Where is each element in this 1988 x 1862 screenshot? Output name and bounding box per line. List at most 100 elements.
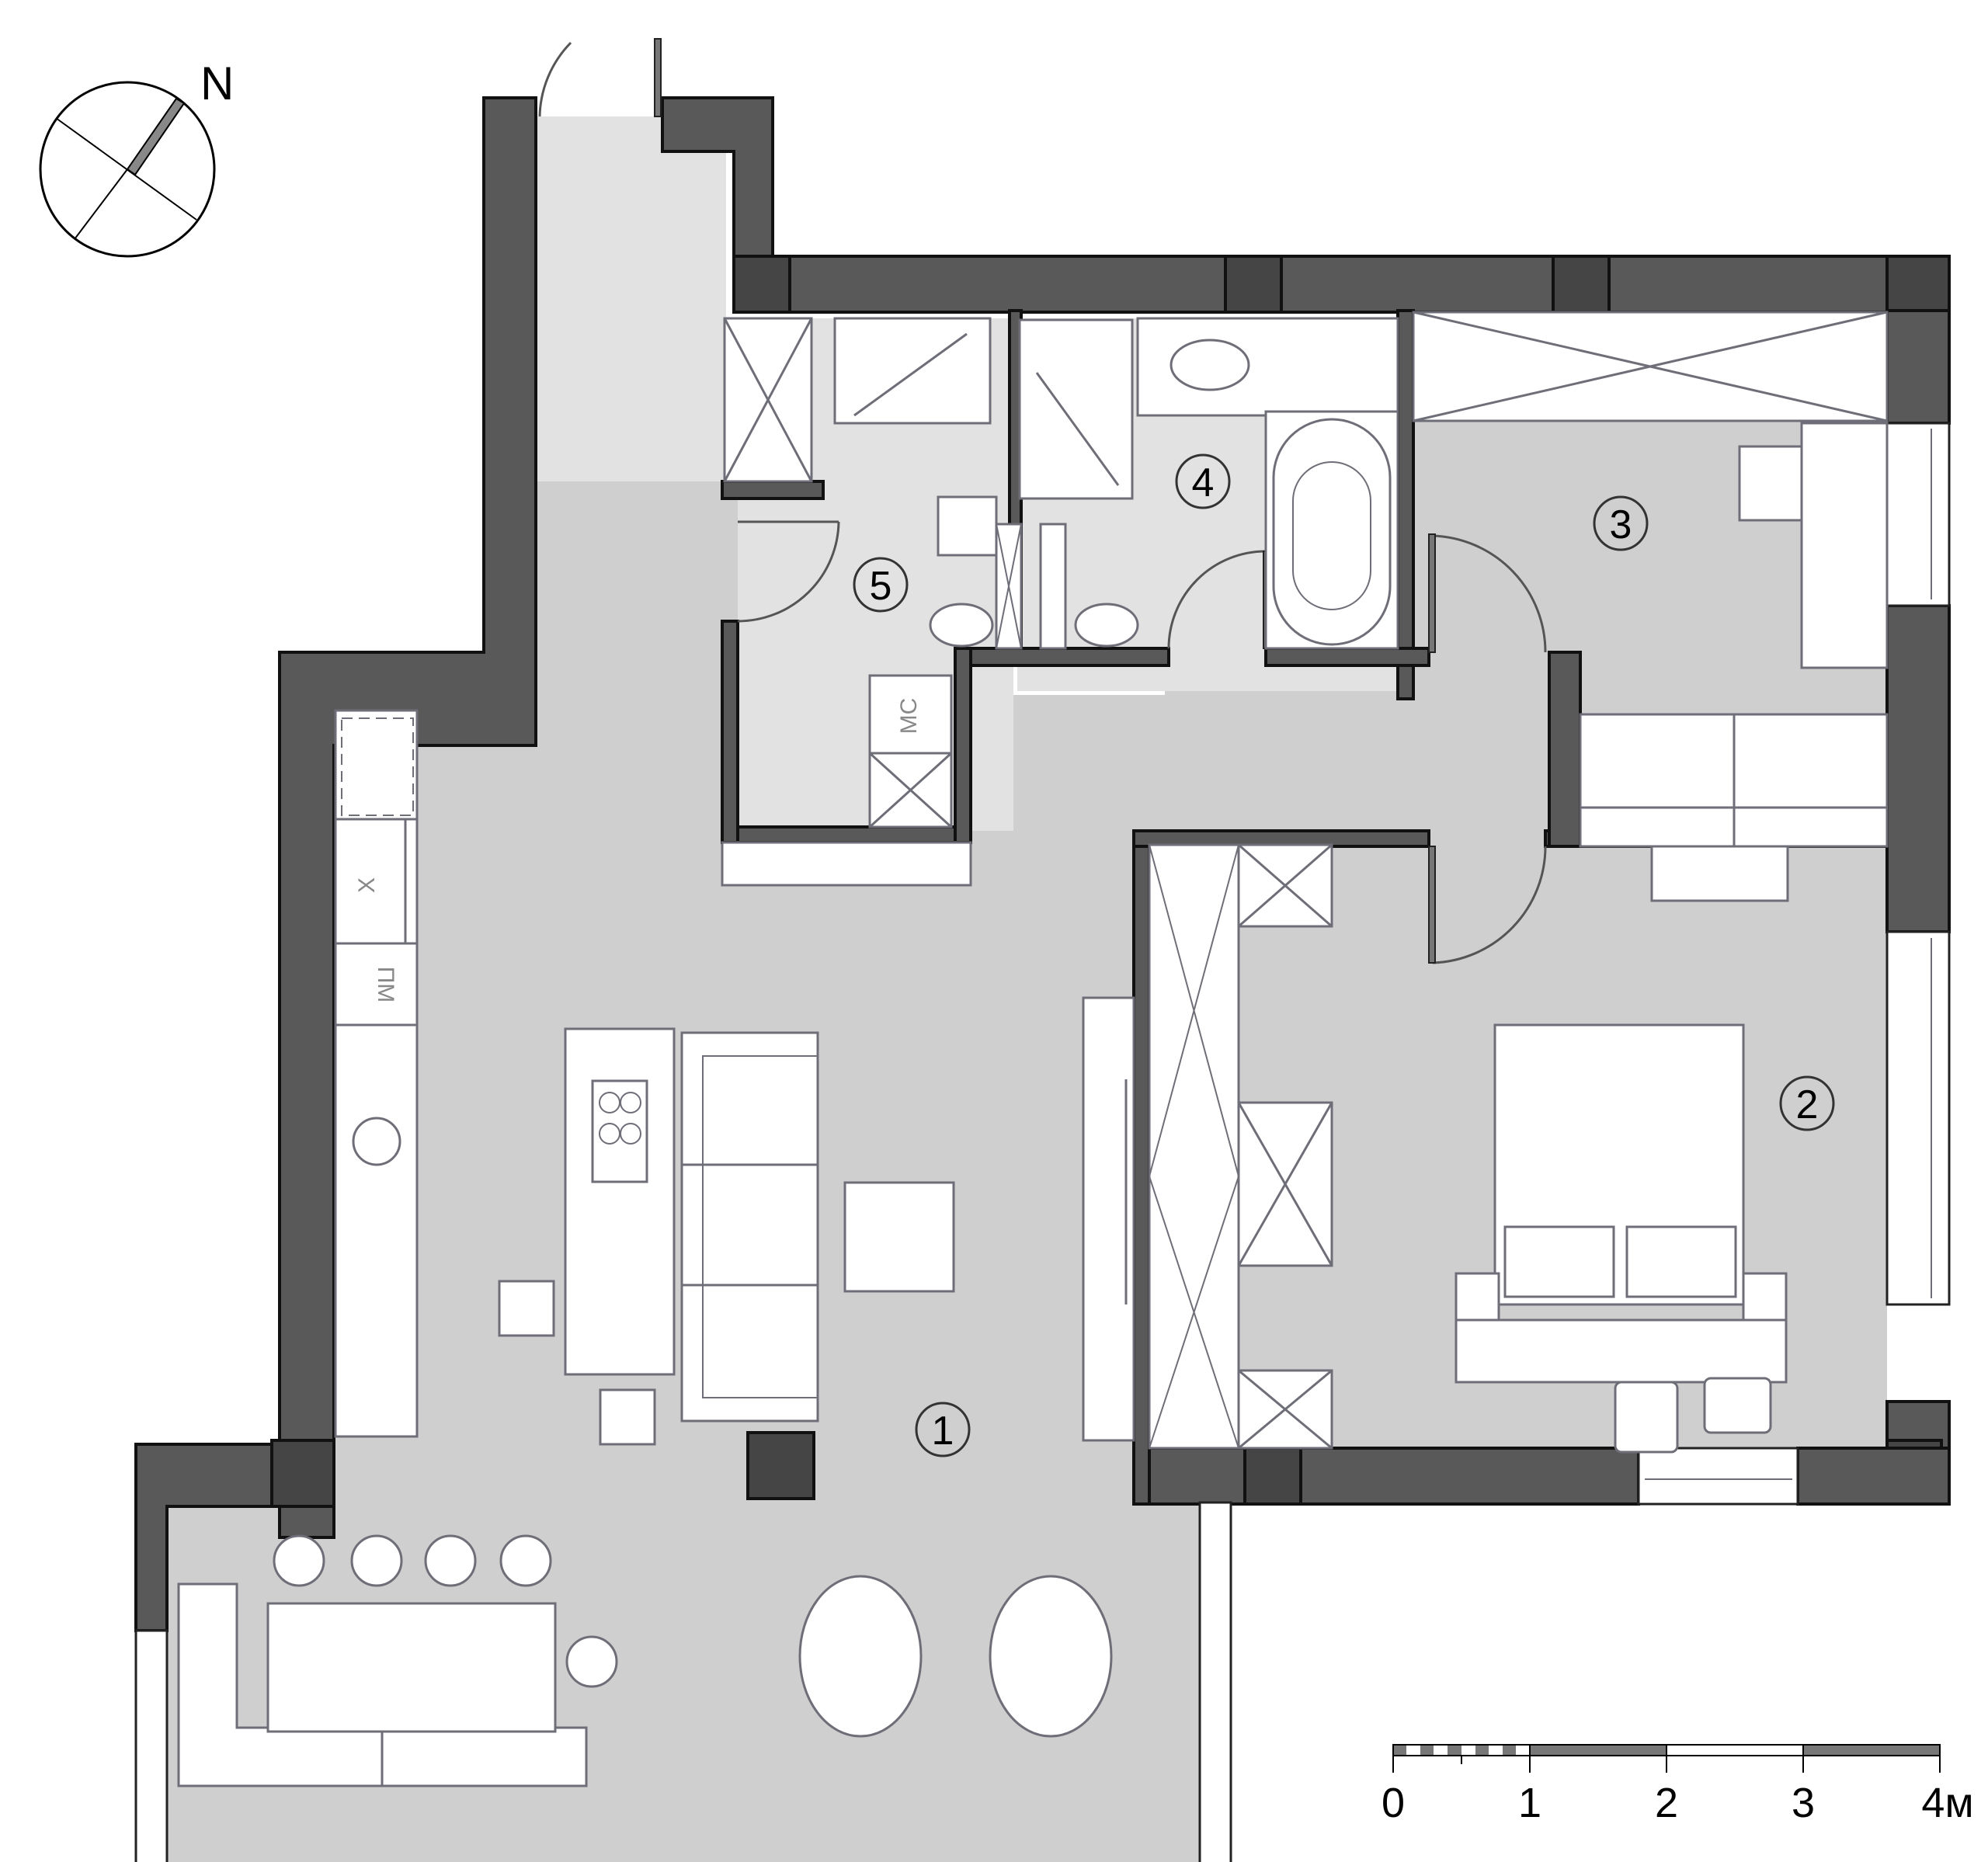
dining-chair-4 xyxy=(499,1534,552,1587)
dining-chair-1 xyxy=(273,1534,325,1587)
walls xyxy=(134,96,1951,1632)
bath4-south-wall-a xyxy=(965,647,1170,667)
west-wall xyxy=(278,96,537,1539)
balcony-furniture xyxy=(177,1534,1113,1787)
bath-4-fixtures xyxy=(1018,317,1399,650)
coffee-table xyxy=(843,1181,955,1293)
kitchen-living-furniture: Х ПМ xyxy=(334,709,1135,1446)
toilet-5 xyxy=(929,603,994,648)
dining-table xyxy=(266,1602,557,1733)
room-label-3: 3 xyxy=(1593,495,1649,551)
scale-tick-0: 0 xyxy=(1382,1780,1405,1826)
washing-machine-label: МС xyxy=(896,698,922,735)
bedroom-south-wall xyxy=(1132,1447,1640,1506)
column xyxy=(1552,255,1611,314)
room3-west-wall xyxy=(1396,309,1415,700)
column xyxy=(732,255,791,314)
bath5-shelf xyxy=(721,841,972,887)
north-arrow-icon xyxy=(126,97,186,176)
north-compass: N xyxy=(39,57,234,258)
bath-5-fixtures: МС xyxy=(721,317,1023,887)
svg-text:1: 1 xyxy=(932,1409,954,1454)
windows xyxy=(134,422,1951,1862)
bath5-south-wall xyxy=(721,825,968,844)
bath5-east-wall xyxy=(954,647,972,844)
oven-column xyxy=(404,818,419,945)
scale-tick-2: 2 xyxy=(1655,1780,1678,1826)
chair-room3 xyxy=(1738,445,1803,522)
counter xyxy=(334,1023,419,1438)
bedroom-south-wall-2 xyxy=(1796,1447,1951,1506)
headboard-desk xyxy=(1455,1318,1788,1384)
room-labels: 1 2 3 4 5 xyxy=(853,453,1835,1457)
north-label: N xyxy=(200,57,234,109)
fireplace xyxy=(746,1431,815,1500)
shower-tray-4 xyxy=(1018,318,1134,500)
kitchen-sink xyxy=(352,1117,401,1166)
room3-door-swing xyxy=(1432,534,1547,653)
window-room3 xyxy=(1885,422,1951,607)
dishwasher xyxy=(334,942,419,1027)
svg-text:3: 3 xyxy=(1610,502,1632,547)
wardrobe-tall xyxy=(1148,843,1240,1450)
scale-tick-4: 4м xyxy=(1921,1780,1973,1826)
l-shaped-bench xyxy=(177,1582,588,1787)
dining-chair-2 xyxy=(350,1534,403,1587)
tv-panel xyxy=(1082,996,1135,1442)
bath4-door-swing xyxy=(1167,550,1267,649)
bath5-door-swing xyxy=(737,521,840,623)
bedroom-west-wall xyxy=(1132,829,1151,1506)
washing-machine xyxy=(868,674,953,755)
window-room2 xyxy=(1885,930,1951,1306)
dining-chair-3 xyxy=(424,1534,477,1587)
desk-chair-2 xyxy=(1703,1377,1772,1434)
room-label-5: 5 xyxy=(853,557,909,613)
svg-text:4: 4 xyxy=(1192,460,1215,505)
column xyxy=(1224,255,1283,314)
room3-south-wall-a xyxy=(1548,651,1582,848)
entrance-door-leaf xyxy=(654,38,662,117)
pillow-left xyxy=(1503,1225,1615,1298)
bath5-west-wall xyxy=(721,620,739,844)
room-3-furniture xyxy=(1412,311,1889,848)
dining-chair-5 xyxy=(565,1635,618,1688)
desk-chair-1 xyxy=(1614,1381,1679,1454)
dishwasher-label: ПМ xyxy=(373,967,398,1003)
washbasin-4 xyxy=(1170,339,1250,391)
entry-floor xyxy=(536,116,726,481)
entrance-door-swing xyxy=(538,41,572,117)
bar-stool-1 xyxy=(498,1280,555,1337)
room-label-1: 1 xyxy=(915,1402,971,1457)
shower-glass-4 xyxy=(1039,523,1067,650)
bath4-south-wall-b xyxy=(1264,647,1430,667)
bathtub xyxy=(1272,418,1392,646)
east-wall-mid xyxy=(1885,604,1951,933)
scale-bar: 0 1 2 3 4м xyxy=(1382,1744,1974,1826)
balcony-glazing-west xyxy=(134,1629,169,1862)
nightstand-left xyxy=(1455,1272,1500,1322)
desk-room3 xyxy=(1800,422,1889,669)
balcony-glazing-east xyxy=(1198,1501,1232,1862)
toilet-4 xyxy=(1074,603,1139,648)
svg-text:5: 5 xyxy=(870,564,892,609)
pillow-right xyxy=(1625,1225,1737,1298)
room-label-4: 4 xyxy=(1175,453,1231,509)
storage-wall xyxy=(721,480,825,500)
room-label-2: 2 xyxy=(1779,1075,1835,1131)
nightstand-right xyxy=(1742,1272,1788,1322)
pouf-2 xyxy=(989,1575,1113,1738)
north-wall xyxy=(732,255,1951,314)
pouf-1 xyxy=(798,1575,923,1738)
column xyxy=(1885,255,1951,314)
bar-stool-2 xyxy=(599,1388,656,1446)
scale-tick-1: 1 xyxy=(1518,1780,1541,1826)
scale-tick-3: 3 xyxy=(1792,1780,1815,1826)
tv-unit xyxy=(1650,845,1789,902)
sofa xyxy=(680,1031,819,1423)
room-2-furniture xyxy=(1148,843,1789,1454)
column xyxy=(1243,1447,1302,1506)
svg-text:2: 2 xyxy=(1796,1082,1819,1127)
room2-door-swing xyxy=(1432,846,1547,964)
window-bedroom-south xyxy=(1637,1447,1799,1506)
